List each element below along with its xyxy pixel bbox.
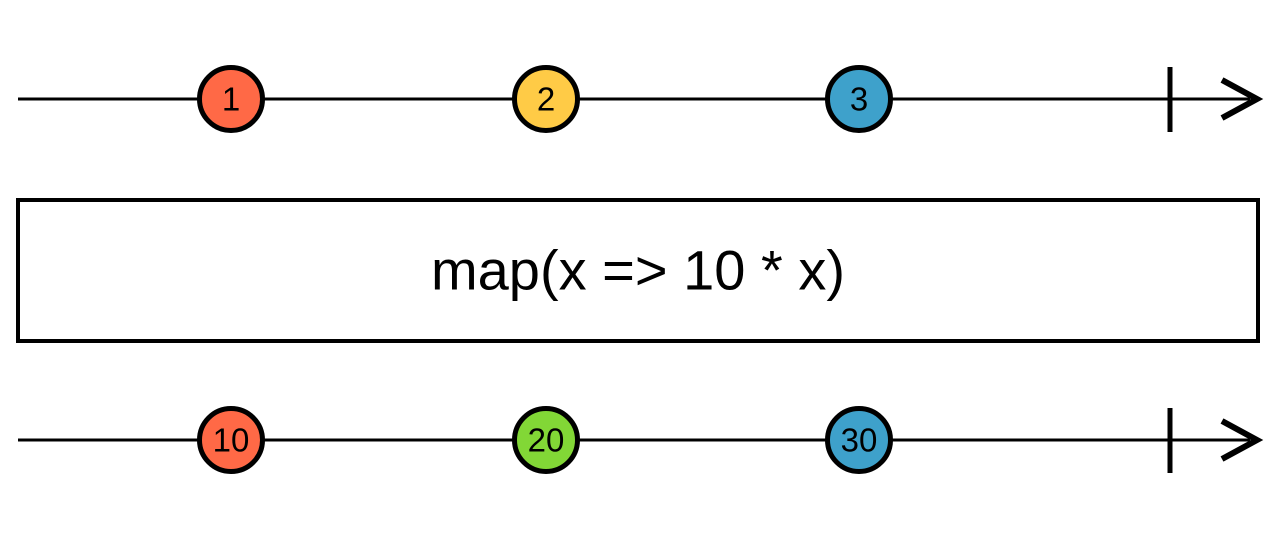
- input-marble-2: 2: [512, 65, 580, 133]
- input-stream: 1 2 3: [18, 65, 1264, 133]
- output-arrowhead-icon: [1220, 418, 1264, 462]
- marble-circle: [825, 406, 893, 474]
- operator-box-border: [16, 198, 1260, 343]
- operator-label: map(x => 10 * x): [431, 239, 845, 302]
- output-marble-10: 10: [197, 406, 265, 474]
- output-marble-30: 30: [825, 406, 893, 474]
- marble-label: 3: [850, 81, 868, 118]
- marble-label: 1: [222, 81, 240, 118]
- marble-label: 30: [841, 422, 878, 459]
- marble-label: 20: [528, 422, 565, 459]
- marble-circle: [512, 65, 580, 133]
- operator-box: map(x => 10 * x): [16, 198, 1260, 343]
- marble-circle: [825, 65, 893, 133]
- marble-circle: [197, 406, 265, 474]
- input-marble-1: 1: [197, 65, 265, 133]
- output-stream: 10 20 30: [18, 406, 1264, 474]
- input-arrowhead-icon: [1220, 77, 1264, 121]
- marble-circle: [512, 406, 580, 474]
- input-marble-3: 3: [825, 65, 893, 133]
- marble-label: 2: [537, 81, 555, 118]
- marble-label: 10: [213, 422, 250, 459]
- output-marble-20: 20: [512, 406, 580, 474]
- marble-circle: [197, 65, 265, 133]
